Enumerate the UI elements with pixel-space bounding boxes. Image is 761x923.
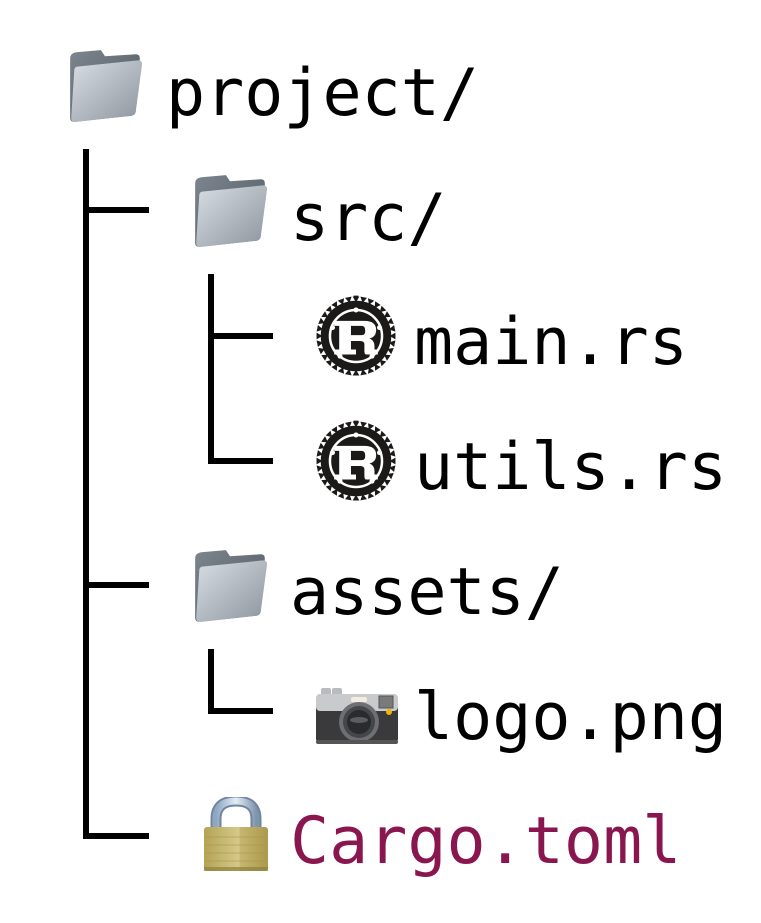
node-label: utils.rs <box>414 430 728 505</box>
lock-icon <box>200 797 272 873</box>
node-label: assets/ <box>290 555 564 630</box>
folder-icon <box>64 44 146 126</box>
assets-trunk-line <box>208 649 214 714</box>
branch-line-main <box>208 333 273 339</box>
branch-line-assets <box>83 582 149 588</box>
node-label: Cargo.toml <box>290 804 682 879</box>
camera-icon <box>315 686 399 746</box>
tree-trunk-line <box>83 149 89 839</box>
branch-line-cargo <box>83 833 149 839</box>
branch-line-utils <box>208 458 273 464</box>
branch-line-logo <box>208 708 273 714</box>
node-label: src/ <box>290 181 447 256</box>
branch-line-src <box>83 207 149 213</box>
rust-icon <box>314 294 398 378</box>
folder-icon <box>189 169 271 251</box>
folder-icon <box>189 544 271 626</box>
rust-icon <box>314 419 398 503</box>
src-trunk-line <box>208 274 214 464</box>
node-label: logo.png <box>414 680 728 755</box>
node-label: project/ <box>166 56 480 131</box>
node-label: main.rs <box>414 305 688 380</box>
